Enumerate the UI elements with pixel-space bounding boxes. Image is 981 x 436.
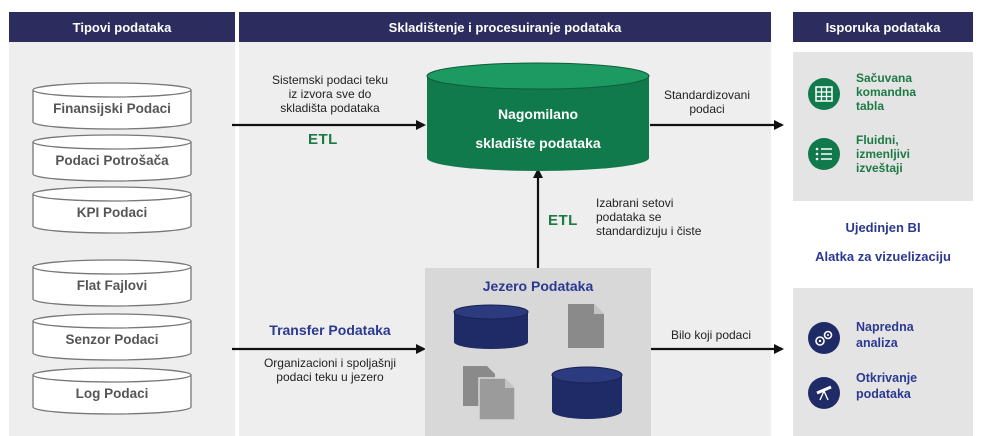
warehouse-cylinder: Nagomilano skladište podataka	[426, 62, 650, 172]
fluid-reports-label: Fluidni, izmenljivi izveštaji	[856, 133, 910, 175]
delivery-line: Napredna	[856, 320, 914, 334]
list-icon	[808, 138, 840, 170]
etl-top-desc-line: iz izvora sve do	[288, 87, 372, 101]
header-data-delivery: Isporuka podataka	[793, 12, 973, 42]
advanced-analytics-label: Napredna analiza	[856, 319, 914, 351]
cylinder-shape	[32, 134, 192, 182]
etl-middle-description: Izabrani setovi podataka se standardizuj…	[596, 196, 701, 238]
lake-document-icon	[568, 304, 604, 348]
gears-icon	[808, 322, 840, 354]
etl-mid-desc-line: Izabrani setovi	[596, 196, 674, 210]
standardized-data-label: Standardizovani podaci	[652, 88, 762, 116]
delivery-line: podataka	[856, 387, 911, 401]
source-label: Senzor Podaci	[65, 331, 159, 347]
cylinder-shape	[32, 313, 192, 361]
etl-mid-desc-line: podataka se	[596, 210, 662, 224]
source-label: Finansijski Podaci	[53, 100, 171, 116]
etl-mid-desc-line: standardizuju i čiste	[596, 224, 702, 238]
transfer-desc-line: Organizacioni i spoljašnji	[263, 356, 397, 370]
header-storage-processing: Skladištenje i procesuiranje podataka	[239, 12, 771, 42]
saved-dashboard-label: Sačuvana komandna tabla	[856, 71, 916, 113]
warehouse-label-line1: Nagomilano	[497, 106, 579, 122]
gears-glyph	[815, 330, 833, 346]
source-cylinder-kpi: KPI Podaci	[32, 186, 192, 234]
visualization-tool-label: Alatka za vizuelizaciju	[815, 249, 951, 264]
cylinder-shape	[32, 259, 192, 307]
delivery-line: analiza	[856, 336, 898, 350]
delivery-column-top	[793, 52, 973, 201]
lake-database-icon	[453, 304, 529, 349]
list-glyph	[815, 147, 832, 161]
cylinder-shape	[32, 367, 192, 415]
source-label: KPI Podaci	[76, 204, 148, 220]
telescope-icon	[808, 377, 840, 409]
header-data-types: Tipovi podataka	[9, 12, 235, 42]
source-cylinder-finansijski: Finansijski Podaci	[32, 82, 192, 130]
lake-database-icon	[551, 366, 623, 419]
transfer-desc-line: podaci teku u jezero	[276, 370, 384, 384]
data-lake-title: Jezero Podataka	[482, 278, 594, 294]
telescope-glyph	[816, 385, 832, 401]
data-lake-box: Jezero Podataka	[425, 268, 651, 436]
standardized-line: Standardizovani	[663, 88, 751, 102]
transfer-title: Transfer Podataka	[269, 322, 391, 338]
delivery-column-bottom	[793, 288, 973, 436]
source-label: Podaci Potrošača	[55, 152, 169, 168]
etl-top-desc-line: skladišta podataka	[280, 101, 380, 115]
source-label: Log Podaci	[75, 385, 149, 401]
source-label: Flat Fajlovi	[76, 277, 148, 293]
source-cylinder-log: Log Podaci	[32, 367, 192, 415]
data-discovery-label: Otkrivanje podataka	[856, 370, 917, 402]
source-cylinder-flat: Flat Fajlovi	[32, 259, 192, 307]
standardized-line: podaci	[689, 102, 725, 116]
table-grid-icon	[808, 78, 840, 110]
unified-bi-label: Ujedinjen BI	[845, 220, 921, 235]
etl-top-label: ETL	[308, 131, 338, 148]
etl-middle-label: ETL	[548, 212, 578, 229]
delivery-line: komandna	[856, 85, 917, 99]
table-grid-glyph	[815, 86, 833, 102]
delivery-line: tabla	[856, 99, 885, 113]
delivery-line: izveštaji	[856, 161, 903, 175]
etl-top-desc-line: Sistemski podaci teku	[271, 73, 389, 87]
lake-documents-icon	[463, 366, 515, 420]
delivery-line: Sačuvana	[856, 71, 913, 85]
cylinder-shape	[32, 186, 192, 234]
etl-top-description: Sistemski podaci teku iz izvora sve do s…	[240, 73, 420, 115]
cylinder-shape	[32, 82, 192, 130]
warehouse-cylinder-shape	[426, 62, 650, 171]
source-cylinder-potrosaca: Podaci Potrošača	[32, 134, 192, 182]
warehouse-label-line2: skladište podataka	[475, 135, 601, 151]
source-cylinder-senzor: Senzor Podaci	[32, 313, 192, 361]
any-data-label: Bilo koji podaci	[670, 328, 752, 342]
delivery-line: Otkrivanje	[856, 371, 918, 385]
delivery-line: izmenljivi	[856, 147, 911, 161]
transfer-description: Organizacioni i spoljašnji podaci teku u…	[240, 356, 420, 384]
delivery-line: Fluidni,	[856, 133, 899, 147]
